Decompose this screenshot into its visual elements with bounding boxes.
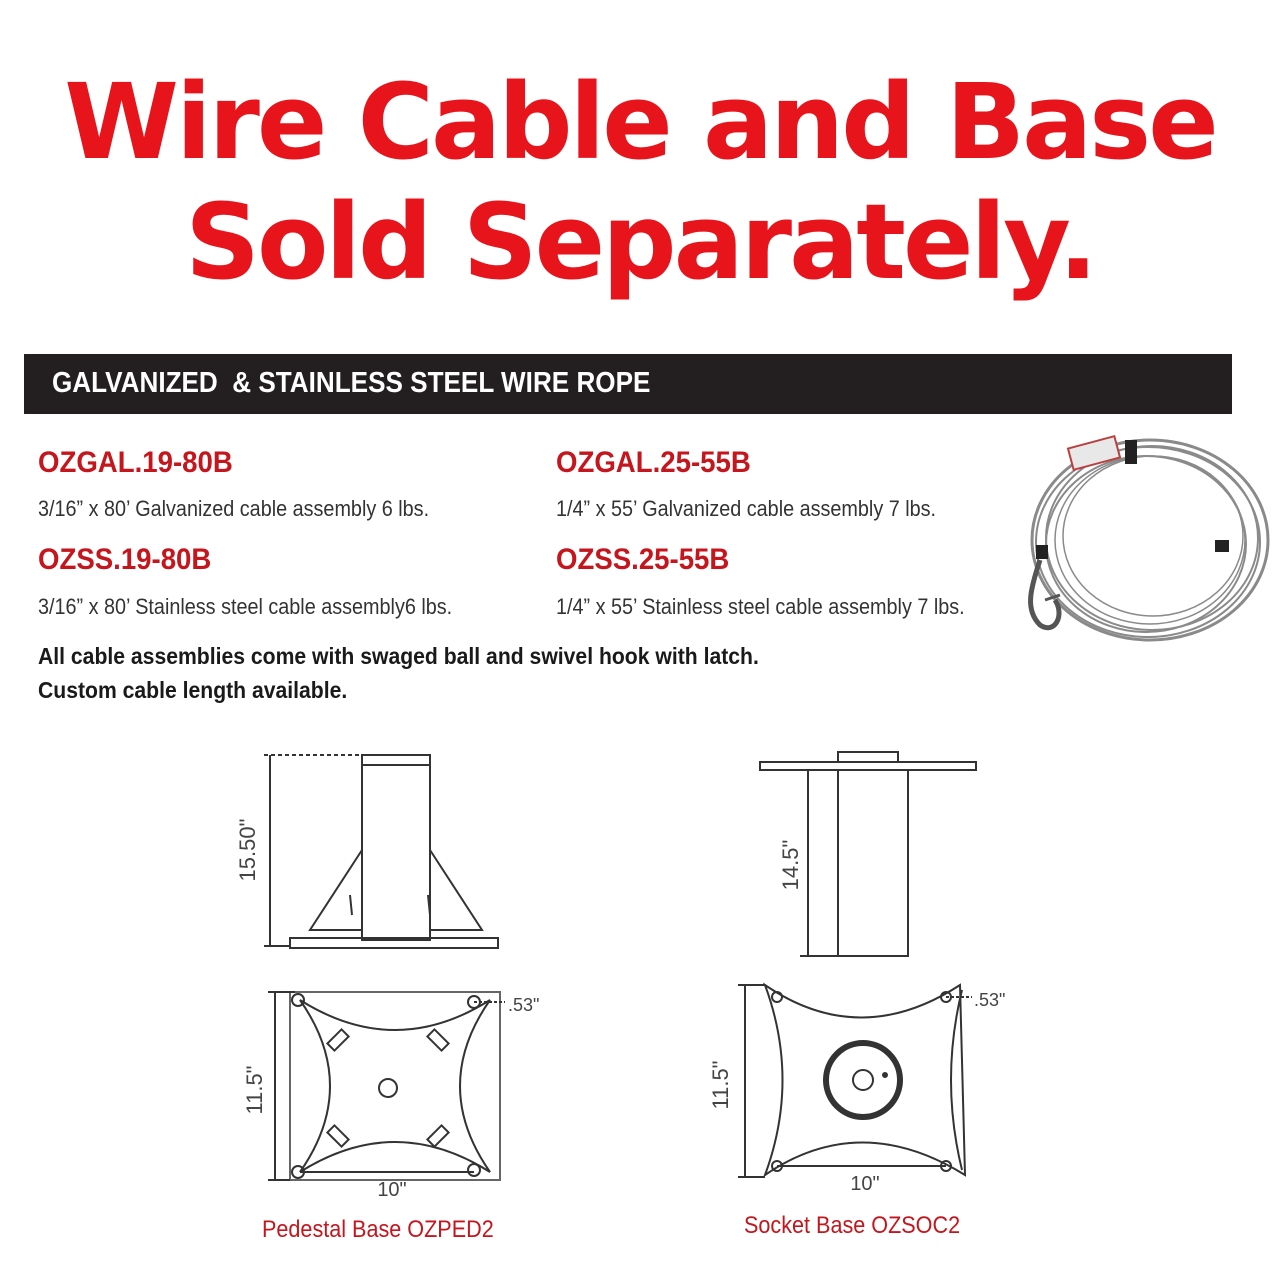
socket-hole-label: .53" bbox=[974, 990, 1005, 1010]
socket-height-label: 14.5" bbox=[778, 840, 803, 891]
socket-plate-height-label: 11.5" bbox=[708, 1061, 733, 1110]
pedestal-height-label: 15.50" bbox=[235, 819, 260, 882]
product-description: 3/16” x 80’ Galvanized cable assembly 6 … bbox=[38, 496, 430, 521]
note-line-1: All cable assemblies come with swaged ba… bbox=[38, 643, 759, 669]
product-code: OZGAL.19-80B bbox=[38, 446, 233, 479]
pedestal-plate-width-label: 10" bbox=[377, 1179, 406, 1201]
product-description: 1/4” x 55’ Galvanized cable assembly 7 l… bbox=[556, 496, 937, 521]
product-description: 3/16” x 80’ Stainless steel cable assemb… bbox=[38, 594, 453, 619]
headline-line-1: Wire Cable and Base bbox=[64, 61, 1219, 183]
headline-line-2: Sold Separately. bbox=[185, 181, 1098, 303]
socket-plate-width-label: 10" bbox=[850, 1173, 879, 1195]
pedestal-plate-height-label: 11.5" bbox=[242, 1066, 267, 1115]
product-code: OZSS.25-55B bbox=[556, 543, 730, 576]
section-title: GALVANIZED & STAINLESS STEEL WIRE ROPE bbox=[52, 367, 651, 399]
note-line-2: Custom cable length available. bbox=[38, 677, 348, 703]
product-description: 1/4” x 55’ Stainless steel cable assembl… bbox=[556, 594, 965, 619]
socket-base-caption: Socket Base OZSOC2 bbox=[744, 1212, 961, 1239]
product-code: OZSS.19-80B bbox=[38, 543, 212, 576]
product-code: OZGAL.25-55B bbox=[556, 446, 751, 479]
section-header-bar: GALVANIZED & STAINLESS STEEL WIRE ROPE bbox=[24, 354, 1232, 414]
pedestal-hole-label: .53" bbox=[508, 995, 539, 1015]
pedestal-base-caption: Pedestal Base OZPED2 bbox=[262, 1216, 494, 1243]
